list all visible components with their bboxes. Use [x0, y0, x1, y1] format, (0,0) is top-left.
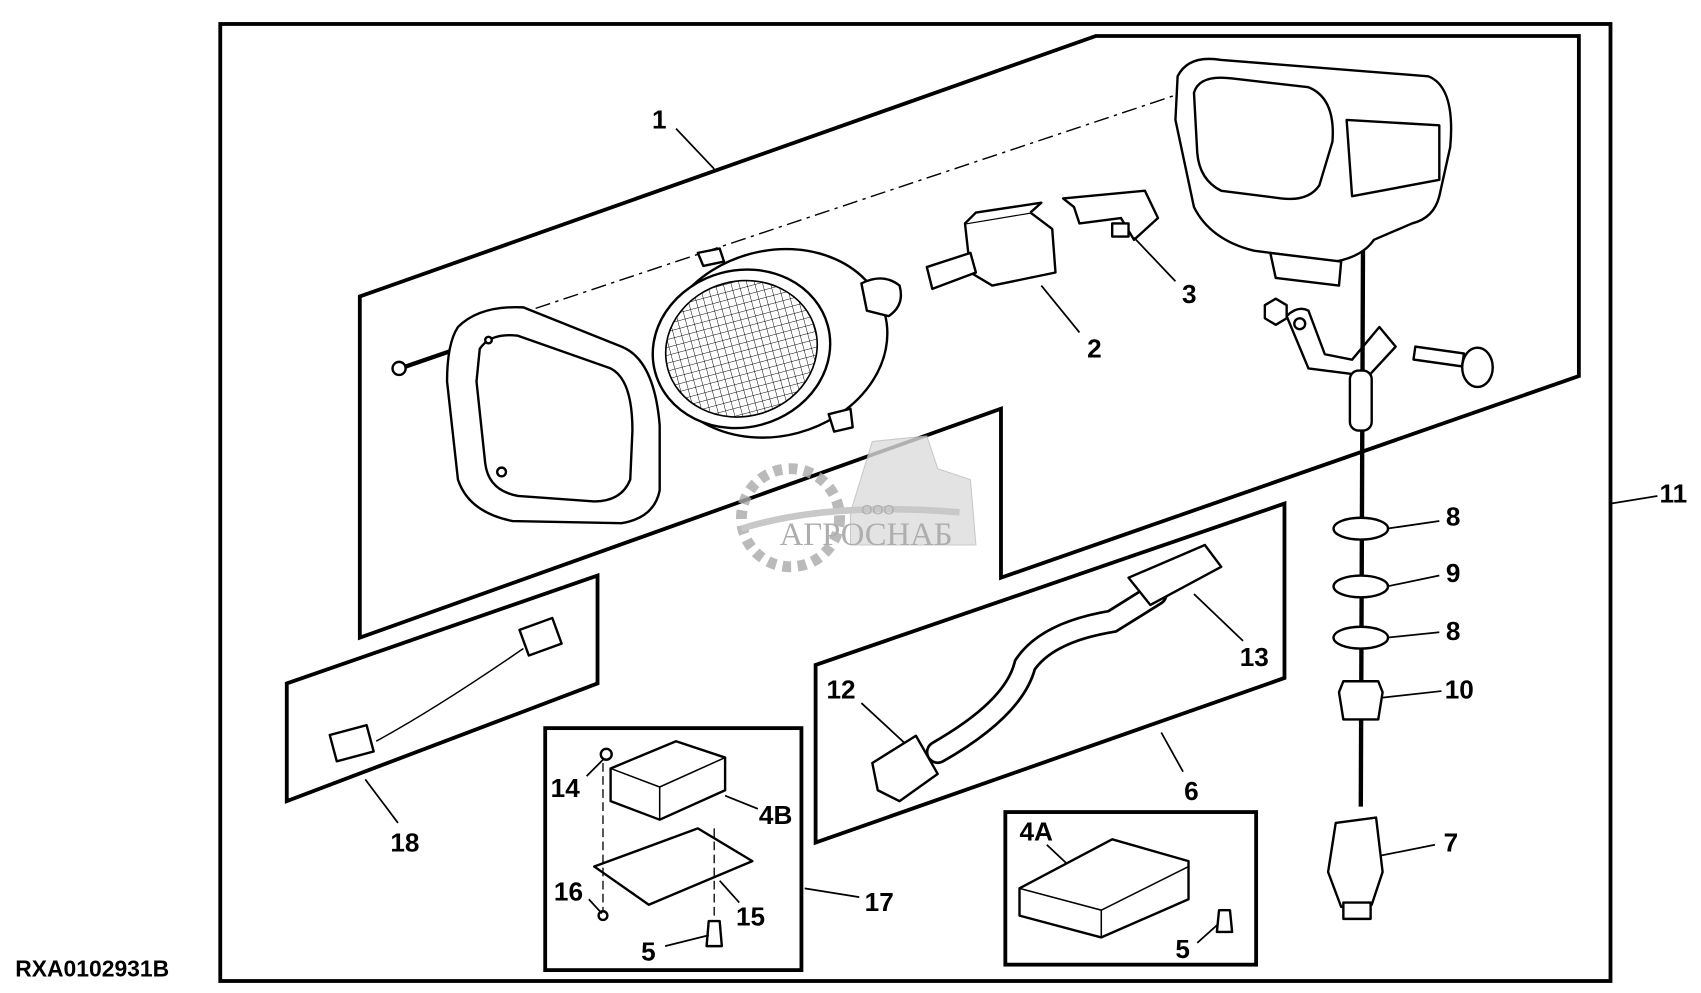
figure-code: RXA0102931B: [15, 956, 169, 982]
callout-5-right: 5: [1175, 934, 1190, 964]
callout-14: 14: [551, 773, 581, 803]
callout-6: 6: [1184, 776, 1199, 806]
grommet-8: [1332, 516, 1390, 541]
harness-18-part: [328, 616, 563, 763]
housing-part: [1174, 57, 1453, 287]
harness-18-panel: [284, 572, 600, 804]
callout-8-lower: 8: [1446, 616, 1461, 646]
callout-2: 2: [1087, 334, 1102, 364]
callout-8-upper: 8: [1446, 501, 1461, 531]
harness-6-panel: [813, 500, 1287, 846]
callout-7: 7: [1444, 827, 1459, 857]
lamp-unit-part: [651, 247, 903, 439]
grommet-8b: [1332, 625, 1390, 650]
nut-10: [1337, 680, 1384, 721]
callout-12: 12: [827, 675, 856, 705]
alignment-centerline: [479, 91, 1184, 328]
callout-9: 9: [1446, 558, 1461, 588]
callout-13: 13: [1240, 642, 1269, 672]
callout-16: 16: [554, 876, 583, 906]
plate-15: [593, 827, 754, 906]
mount-bracket-part: [1263, 297, 1494, 389]
module-4b-part: [593, 740, 754, 948]
callout-17: 17: [865, 887, 894, 917]
callout-11: 11: [1660, 478, 1688, 508]
callout-10: 10: [1445, 675, 1474, 705]
callout-18: 18: [390, 827, 419, 857]
lamp-assembly-1-panel: [357, 34, 1581, 641]
watermark-name: АГРОСНАБ: [780, 517, 953, 553]
clip-part-3: [1061, 189, 1160, 242]
washer-9: [1332, 574, 1390, 599]
callout-3: 3: [1182, 279, 1197, 309]
harness-6-part: [871, 543, 1223, 803]
bulb-part-2: [925, 201, 1057, 291]
watermark-prefix: ООО: [861, 502, 894, 518]
cable-part: [1326, 250, 1390, 921]
kit-17-panel: [543, 726, 804, 973]
callout-4b: 4B: [759, 800, 792, 830]
callout-15: 15: [736, 901, 765, 931]
bezel-part: [445, 305, 661, 525]
connector-7: [1326, 816, 1384, 909]
module-4a-panel: [1003, 810, 1259, 967]
callout-4a: 4A: [1020, 816, 1054, 846]
callout-1: 1: [652, 105, 667, 135]
module-4a-part: [1018, 838, 1234, 939]
watermark-logo: ООО АГРОСНАБ: [736, 435, 977, 573]
callout-5-left: 5: [641, 936, 656, 966]
leader-lines: [364, 128, 1658, 947]
assembly-11-frame: [218, 22, 1613, 983]
